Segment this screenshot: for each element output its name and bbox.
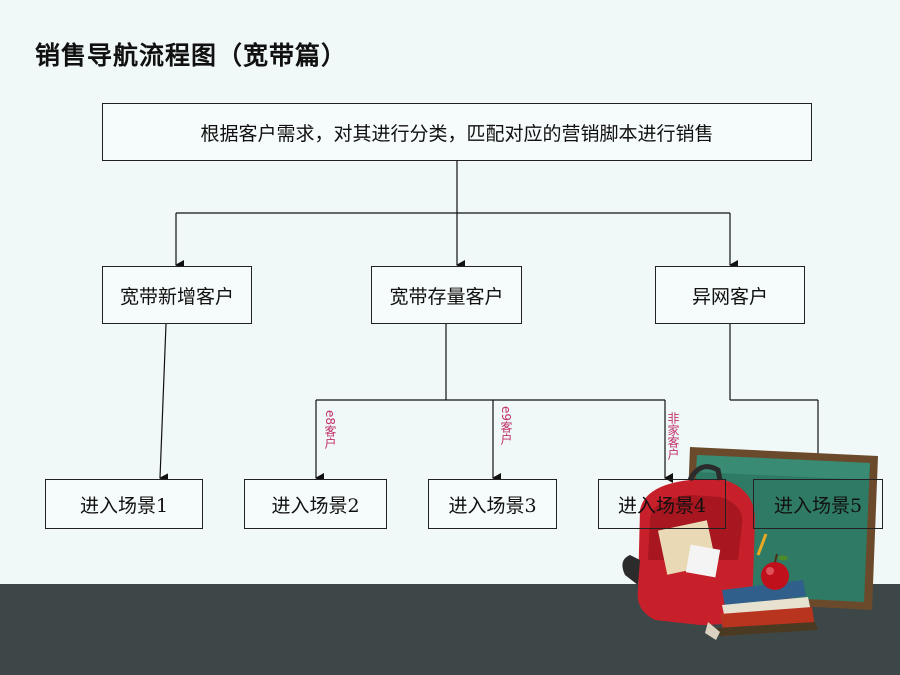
scene-label: 进入场景2	[271, 494, 360, 517]
category-label: 宽带存量客户	[389, 285, 504, 308]
arrow-to-scene-1	[159, 323, 169, 484]
category-box-other-network: 异网客户	[655, 266, 805, 324]
root-label: 根据客户需求，对其进行分类，匹配对应的营销脚本进行销售	[200, 122, 714, 145]
scene-box-3: 进入场景3	[428, 479, 557, 529]
scene-label: 进入场景3	[448, 494, 537, 517]
category-box-existing-customers: 宽带存量客户	[371, 266, 522, 324]
category-box-new-customers: 宽带新增客户	[102, 266, 252, 324]
scene-label: 进入场景1	[79, 494, 169, 517]
edge-label-non-home: 非家客户	[666, 412, 680, 460]
scene-label: 进入场景4	[617, 494, 707, 517]
category-label: 异网客户	[691, 285, 768, 308]
apple-icon	[761, 553, 789, 590]
scene-box-2: 进入场景2	[244, 479, 387, 529]
edge-label-e9: e9客户	[499, 406, 513, 446]
pencil-icon	[756, 533, 768, 556]
scene-box-1: 进入场景1	[45, 479, 203, 529]
page-title: 销售导航流程图（宽带篇）	[35, 41, 348, 70]
edge-label-e8: e8客户	[323, 410, 337, 450]
category-label: 宽带新增客户	[119, 285, 234, 308]
root-box: 根据客户需求，对其进行分类，匹配对应的营销脚本进行销售	[102, 103, 812, 161]
scene-box-4: 进入场景4	[598, 479, 726, 529]
scene-box-5: 进入场景5	[753, 479, 883, 529]
backpack-icon	[622, 464, 755, 625]
scene-label: 进入场景5	[773, 494, 863, 517]
books-icon	[705, 580, 818, 640]
